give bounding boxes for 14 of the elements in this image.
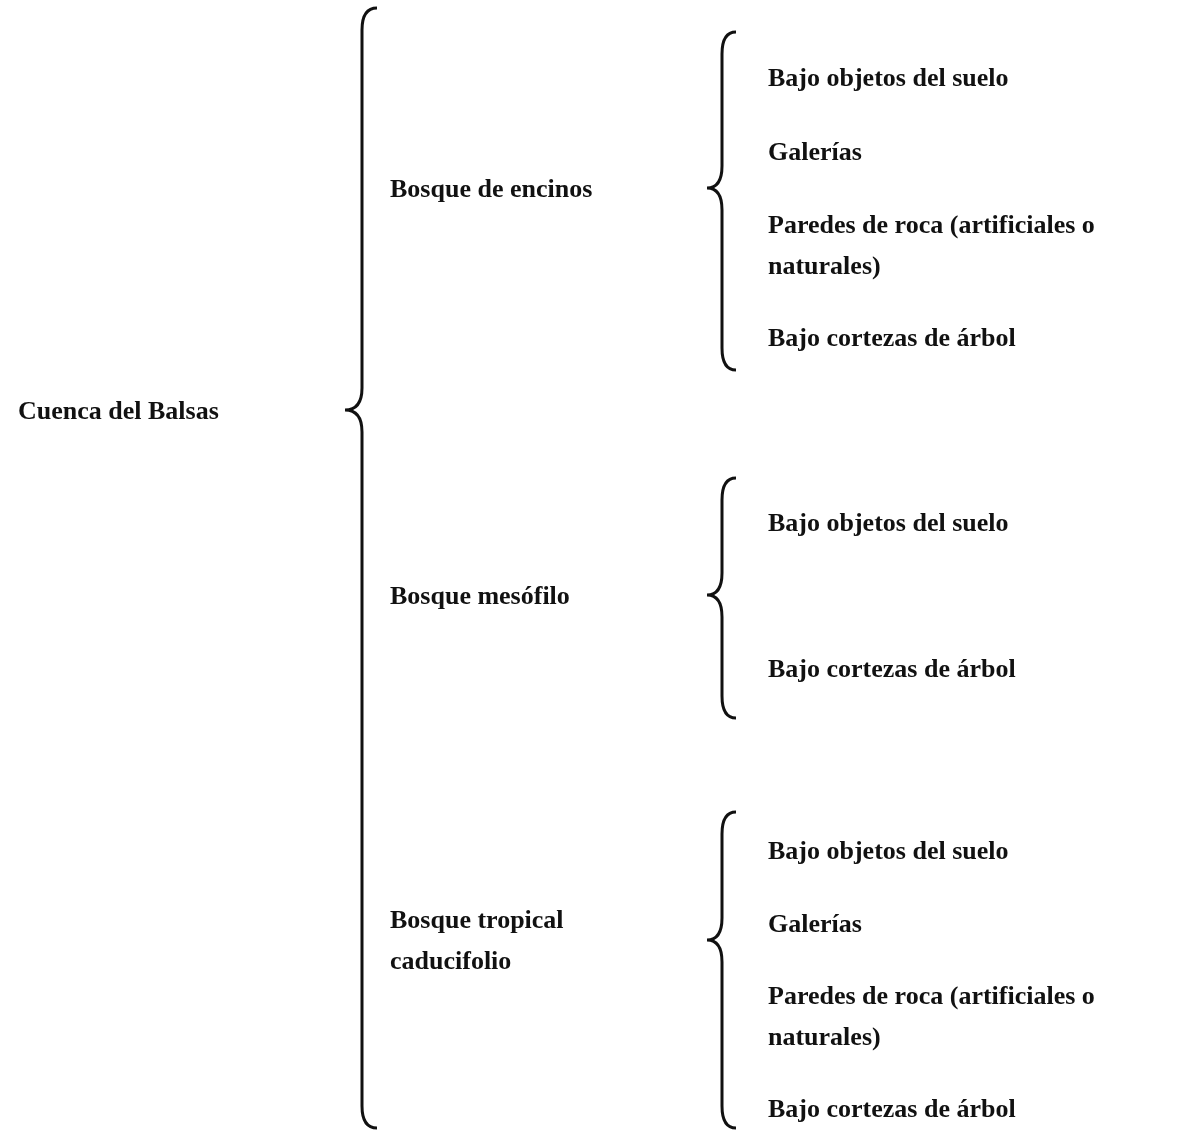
microhabitat-label: Bajo cortezas de árbol	[768, 1092, 1017, 1125]
microhabitat-label: Bajo objetos del suelo	[768, 506, 1010, 539]
microhabitat-label: Bajo cortezas de árbol	[768, 321, 1017, 354]
microhabitat-label: Galerías	[768, 907, 863, 940]
forest-type-label: Bosque de encinos	[390, 172, 594, 205]
forest-type-label: Bosque mesófilo	[390, 579, 571, 612]
microhabitat-label: Bajo cortezas de árbol	[768, 652, 1017, 685]
microhabitat-label: Galerías	[768, 135, 863, 168]
forest-type-label: Bosque tropical caducifolio	[390, 904, 565, 977]
microhabitat-label: Bajo objetos del suelo	[768, 834, 1010, 867]
microhabitat-label: Bajo objetos del suelo	[768, 61, 1010, 94]
region-label: Cuenca del Balsas	[18, 394, 220, 427]
microhabitat-label: Paredes de roca (artificiales o naturales)	[768, 980, 1096, 1053]
microhabitat-label: Paredes de roca (artificiales o naturales)	[768, 209, 1096, 282]
